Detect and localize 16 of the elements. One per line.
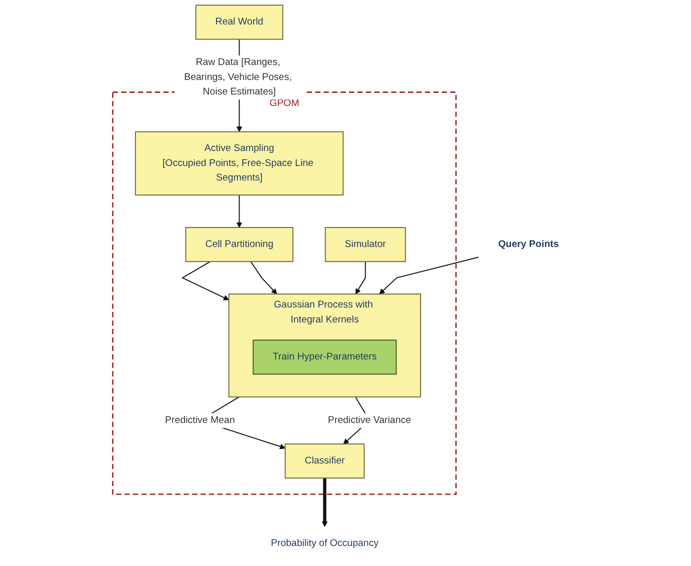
arrow <box>236 194 242 228</box>
node-box: Cell Partitioning <box>185 227 294 262</box>
arrow <box>379 256 480 294</box>
node-text: Probability of Occupancy <box>270 538 379 549</box>
node-text: Query Points <box>498 238 559 250</box>
node-box: Classifier <box>284 443 365 479</box>
arrow <box>250 261 278 294</box>
node-box: Active Sampling [Occupied Points, Free-Space Line Segments] <box>134 131 344 196</box>
edge-label: Predictive Mean <box>165 414 235 426</box>
node-box: Train Hyper-Parameters <box>252 340 397 375</box>
arrow <box>181 261 230 300</box>
arrow <box>355 261 366 294</box>
node-box: Simulator <box>324 227 406 262</box>
edge-label: Predictive Variance <box>328 414 412 426</box>
node-box: Real World <box>195 4 284 40</box>
arrow <box>322 478 328 527</box>
